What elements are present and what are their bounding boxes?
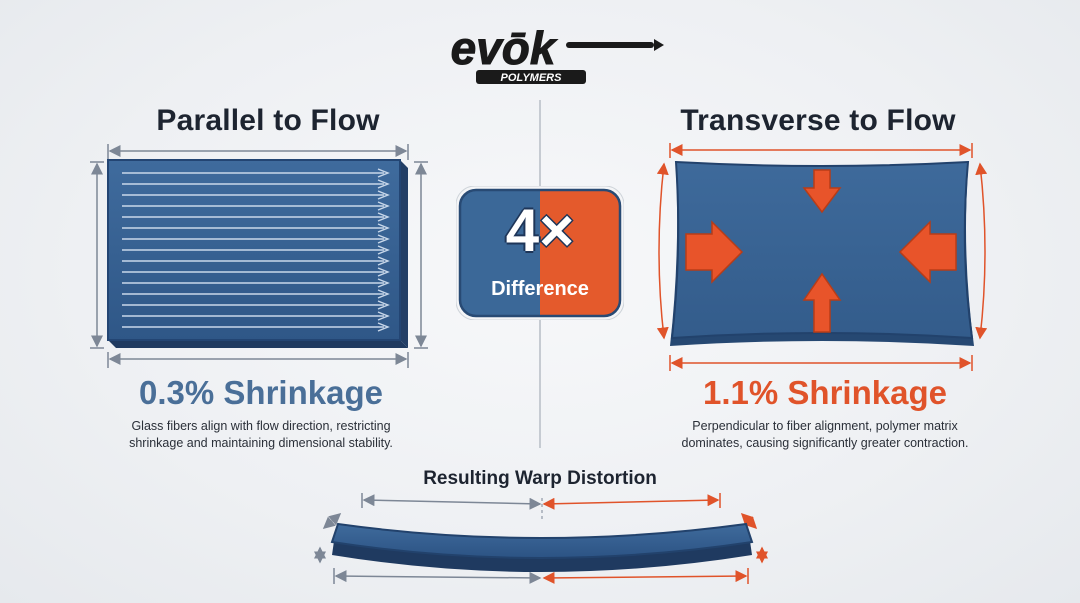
warp-top-left-arrow-icon — [362, 494, 542, 510]
fiber-flow-arrows — [122, 168, 390, 332]
flow-arrow-head-icon — [377, 223, 390, 233]
flow-arrow-head-icon — [377, 278, 390, 288]
parallel-shrinkage-value: 0.3% Shrinkage — [139, 374, 383, 411]
transverse-description-line2: dominates, causing significantly greater… — [681, 436, 969, 450]
flow-arrow-head-icon — [377, 190, 390, 200]
shrink-arrow-icon-right — [898, 220, 957, 284]
flow-arrow-head-icon — [377, 311, 390, 321]
difference-badge: 4× Difference — [456, 186, 624, 320]
flow-arrow-head-icon — [377, 300, 390, 310]
parallel-description-line1: Glass fibers align with flow direction, … — [131, 419, 391, 433]
parallel-heading: Parallel to Flow — [156, 104, 380, 137]
warped-beam — [330, 522, 754, 559]
flow-arrow-head-icon — [377, 212, 390, 222]
shrink-arrow-icon-top — [802, 169, 842, 214]
parallel-description: Glass fibers align with flow direction, … — [88, 418, 434, 452]
parallel-flow-panel — [90, 144, 428, 368]
flow-arrow-head-icon — [377, 289, 390, 299]
transverse-flow-panel — [656, 143, 988, 371]
warp-bottom-left-arrow-icon — [334, 570, 542, 584]
warp-distortion-diagram — [314, 493, 768, 584]
difference-factor: 4× — [505, 197, 575, 264]
flow-arrow-head-icon — [377, 201, 390, 211]
flow-arrow-head-icon — [377, 322, 390, 332]
flow-arrow-head-icon — [377, 179, 390, 189]
parallel-description-line2: shrinkage and maintaining dimensional st… — [129, 436, 393, 450]
shrink-arrow-icon-left — [685, 220, 744, 284]
svg-text:evōk: evōk — [451, 22, 558, 74]
flow-arrow-head-icon — [377, 234, 390, 244]
flow-arrow-head-icon — [377, 245, 390, 255]
shrink-arrow-icon-bottom — [802, 272, 842, 333]
transverse-description: Perpendicular to fiber alignment, polyme… — [650, 418, 1000, 452]
warp-top-right-arrow-icon — [542, 494, 720, 510]
warp-bottom-right-arrow-icon — [542, 570, 748, 584]
evok-polymers-logo: evōk POLYMERS — [450, 22, 664, 84]
logo-pen-icon — [566, 42, 654, 48]
flow-arrow-head-icon — [377, 168, 390, 178]
logo-wordmark: evōk POLYMERS — [450, 22, 664, 84]
transverse-heading: Transverse to Flow — [680, 104, 956, 137]
difference-label: Difference — [491, 278, 589, 300]
transverse-shrinkage-value: 1.1% Shrinkage — [703, 374, 947, 411]
flow-arrow-head-icon — [377, 256, 390, 266]
transverse-warped-plate — [670, 160, 974, 340]
svg-text:POLYMERS: POLYMERS — [501, 72, 563, 84]
flow-arrow-head-icon — [377, 267, 390, 277]
transverse-description-line1: Perpendicular to fiber alignment, polyme… — [692, 419, 958, 433]
transverse-height-arrow-icon — [656, 162, 669, 340]
warp-distortion-title: Resulting Warp Distortion — [423, 468, 657, 489]
